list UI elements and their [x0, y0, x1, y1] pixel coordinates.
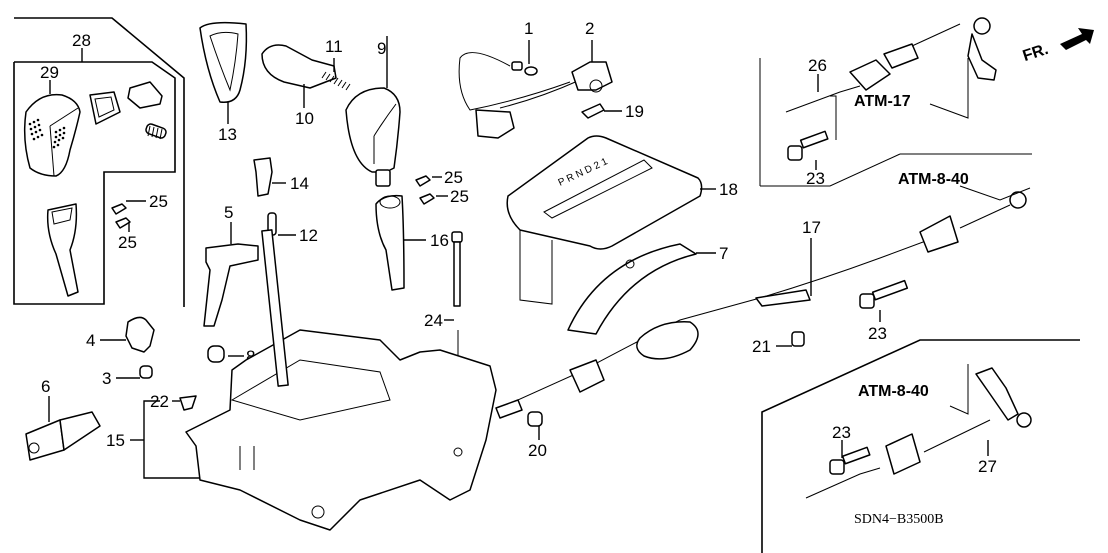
kit-28-frame [13, 17, 185, 307]
screws-25-middle [415, 175, 448, 205]
part-label-25b: 25 [118, 233, 137, 252]
part-label-28: 28 [72, 31, 91, 50]
part-label-1: 1 [524, 19, 533, 38]
reference-atm-17: ATM-17 [854, 93, 911, 110]
part-label-20: 20 [528, 441, 547, 460]
reference-atm-8-40-middle: ATM-8-40 [898, 171, 969, 188]
part-label-12: 12 [299, 226, 318, 245]
kit-spring [145, 123, 167, 140]
select-knob-9 [345, 36, 401, 187]
bolt-23-top [787, 130, 829, 170]
indicator-panel-18 [506, 135, 716, 305]
part-label-8: 8 [246, 347, 255, 366]
part-label-5: 5 [224, 203, 233, 222]
part-label-27: 27 [978, 457, 997, 476]
bolt-23-bottom [829, 440, 871, 475]
part-label-24: 24 [424, 311, 443, 330]
nut-21 [776, 331, 805, 347]
part-label-19: 19 [625, 102, 644, 121]
indicator-lens-19 [581, 103, 622, 119]
kit-boot [46, 203, 79, 297]
part-label-7: 7 [719, 244, 728, 263]
part-label-13: 13 [218, 125, 237, 144]
part-label-25d: 25 [450, 187, 469, 206]
part-label-9: 9 [377, 39, 386, 58]
part-label-23c: 23 [832, 423, 851, 442]
part-label-21: 21 [752, 337, 771, 356]
bolt-23-middle [859, 279, 909, 322]
push-rod-14 [253, 157, 286, 197]
part-label-23b: 23 [868, 324, 887, 343]
harness-2 [458, 40, 613, 139]
part-label-2: 2 [585, 19, 594, 38]
kit-bezel [89, 91, 121, 125]
part-label-16: 16 [430, 231, 449, 250]
reference-atm-8-40-bottom: ATM-8-40 [858, 383, 929, 400]
connector-6 [25, 396, 101, 461]
stopper-4 [100, 316, 155, 353]
knob-cover-13 [199, 21, 248, 124]
kit-screws-25 [111, 200, 146, 232]
part-label-26: 26 [808, 56, 827, 75]
part-label-23a: 23 [806, 169, 825, 188]
nut-20 [527, 411, 543, 440]
part-label-17: 17 [802, 218, 821, 237]
clip-22 [172, 395, 197, 411]
part-label-25c: 25 [444, 168, 463, 187]
lever-boot-16 [375, 194, 426, 291]
collar-3 [116, 365, 153, 379]
part-label-4: 4 [86, 331, 95, 350]
select-lever-bracket-15 [130, 229, 497, 531]
reference-atm-8-40-middle-lines [759, 58, 1032, 201]
slide-cover-7 [567, 243, 716, 335]
part-label-15: 15 [106, 431, 125, 450]
knob-29 [23, 80, 81, 177]
part-label-11: 11 [325, 37, 343, 56]
spring-11 [321, 58, 351, 91]
part-label-18: 18 [719, 180, 738, 199]
kit-button [127, 81, 163, 109]
select-cable-17 [495, 191, 1027, 419]
part-label-14: 14 [290, 174, 309, 193]
part-label-29: 29 [40, 63, 59, 82]
part-label-6: 6 [41, 377, 50, 396]
part-label-25a: 25 [149, 192, 168, 211]
front-arrow-icon [1060, 28, 1094, 50]
cable-end-26-group [785, 17, 997, 140]
front-direction-label: FR. [1021, 41, 1051, 65]
drawing-code: SDN4−B3500B [854, 512, 944, 527]
part-label-3: 3 [102, 369, 111, 388]
part-label-10: 10 [295, 109, 314, 128]
knob-button-10 [261, 44, 337, 108]
shift-lock-clip-5 [203, 222, 259, 327]
bulb-1 [511, 40, 538, 76]
shift-cable-27-group [761, 339, 1080, 553]
bushing-8 [207, 345, 244, 363]
